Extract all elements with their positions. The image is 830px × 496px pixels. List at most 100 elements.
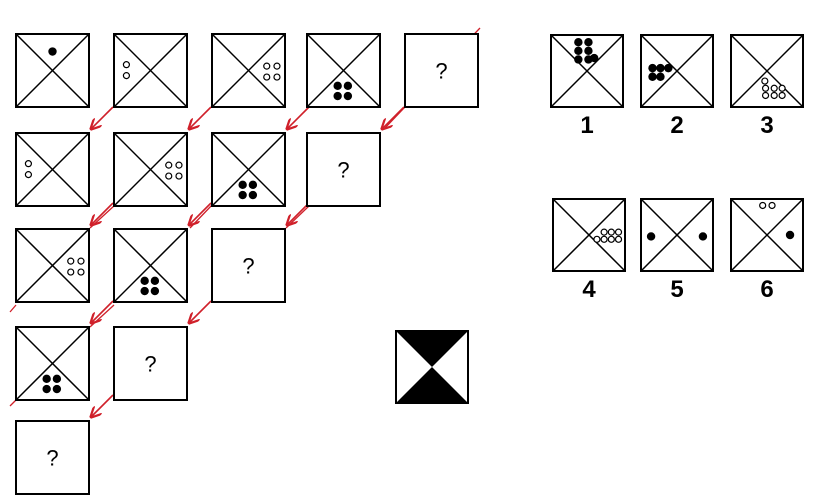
black-dot (656, 63, 665, 73)
black-dot (248, 190, 258, 200)
black-dot (52, 384, 62, 394)
white-circle (77, 268, 85, 276)
puzzle-cell: ? (113, 326, 188, 401)
diagonal-line (550, 34, 624, 108)
question-mark: ? (144, 352, 156, 377)
black-dot (150, 276, 160, 286)
diagonal-line (306, 33, 381, 108)
question-mark: ? (435, 59, 447, 84)
diagonal-line (15, 326, 90, 401)
white-circle (273, 62, 281, 70)
black-dot (648, 72, 657, 81)
puzzle-cell: ? (306, 132, 381, 207)
square-frame (404, 33, 479, 108)
white-circle (175, 161, 183, 169)
black-dot (140, 276, 149, 286)
black-dot (238, 180, 247, 190)
white-circle (770, 84, 778, 92)
black-triangle-bottom (396, 367, 468, 403)
answer-options: 1 2 3 4 5 6 (550, 34, 804, 303)
white-circle (770, 91, 778, 100)
white-circle (600, 235, 608, 243)
black-dot (574, 38, 583, 47)
puzzle-cell (113, 228, 188, 303)
red-arrow (189, 202, 212, 225)
hourglass-legend (395, 330, 469, 404)
option-label: 4 (582, 276, 596, 303)
white-circle (768, 201, 776, 210)
puzzle-cell (15, 228, 90, 303)
red-guide-line (89, 204, 116, 229)
diagonal-line (211, 132, 286, 207)
red-arrow (91, 300, 114, 323)
diagonal-line (15, 228, 90, 303)
white-circle (122, 61, 131, 69)
white-circle (600, 228, 608, 236)
diagonal-line (15, 132, 90, 207)
puzzle-cell (211, 33, 286, 108)
red-arrow (91, 202, 114, 225)
answer-option (552, 198, 626, 272)
option-label: 1 (580, 112, 593, 139)
puzzle-cell: ? (404, 33, 479, 108)
diagonal-line (640, 198, 714, 272)
white-circle (165, 161, 173, 169)
red-arrow (189, 300, 212, 323)
option-label: 6 (760, 276, 773, 303)
answer-option (640, 198, 714, 272)
black-dot (52, 374, 62, 384)
black-dot (140, 286, 149, 296)
red-arrow (91, 106, 114, 129)
black-dot (343, 91, 353, 101)
white-circle (24, 160, 33, 168)
black-dot (646, 232, 656, 241)
red-guide-line (89, 304, 115, 328)
black-dot (584, 38, 593, 47)
puzzle-cell: ? (15, 420, 90, 495)
white-circle (607, 235, 615, 243)
black-dot (333, 91, 342, 101)
black-dot (150, 286, 160, 296)
black-dot (664, 63, 673, 73)
black-dot (574, 46, 583, 56)
black-dot (238, 190, 247, 200)
puzzle-cell: ? (211, 228, 286, 303)
white-circle (175, 172, 183, 180)
diagonal-line (730, 34, 804, 108)
option-label: 2 (670, 112, 683, 139)
square-frame (211, 228, 286, 303)
white-circle (607, 228, 615, 236)
white-circle (778, 84, 786, 92)
black-triangle-top (396, 331, 468, 367)
question-mark: ? (46, 446, 58, 471)
red-guide-line (9, 304, 17, 313)
square-frame (306, 132, 381, 207)
puzzle-cell (15, 132, 90, 207)
puzzle-cell (15, 326, 90, 401)
diagonal-line (113, 33, 188, 108)
white-circle (761, 91, 770, 100)
question-mark: ? (337, 158, 349, 183)
option-label: 3 (760, 112, 773, 139)
black-dot (584, 46, 593, 56)
white-circle (778, 91, 786, 100)
red-arrow (382, 106, 405, 129)
option-label: 5 (670, 276, 683, 303)
black-dot (333, 81, 342, 91)
black-dot (574, 55, 583, 64)
white-circle (761, 77, 769, 85)
red-arrow (287, 106, 310, 129)
black-dot (42, 384, 51, 394)
white-circle (122, 72, 131, 80)
black-dot (48, 47, 57, 56)
answer-option (640, 34, 714, 108)
white-circle (165, 172, 173, 180)
white-circle (24, 171, 33, 179)
white-circle (593, 235, 601, 243)
answer-option (730, 34, 804, 108)
black-dot (343, 81, 353, 91)
black-dot (590, 53, 599, 63)
puzzle-cell (211, 132, 286, 207)
black-dot (698, 232, 708, 241)
